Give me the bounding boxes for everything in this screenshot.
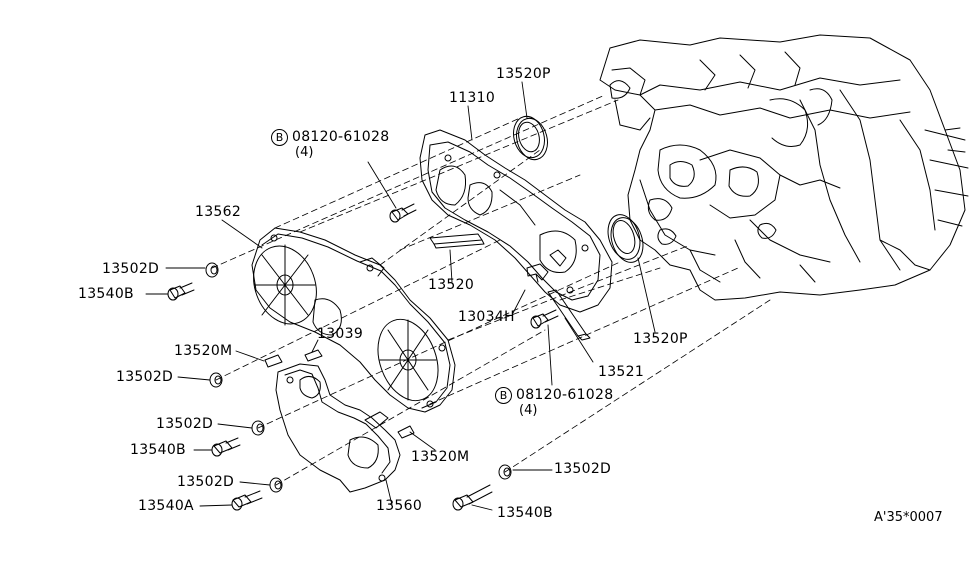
label-13520: 13520 <box>428 277 475 293</box>
label-08120-61028-upper: 08120-61028 <box>292 129 390 145</box>
bolt-13540a <box>231 490 263 511</box>
label-13502d-1: 13502D <box>102 261 160 277</box>
front-cover-13562-upper <box>251 227 456 413</box>
seal-13520p-upper <box>513 115 548 161</box>
label-13502d-4: 13502D <box>177 474 235 490</box>
label-11310: 11310 <box>449 90 496 106</box>
label-13034h: 13034H <box>458 309 515 325</box>
label-13521: 13521 <box>598 364 645 380</box>
bolt-13540b-3 <box>452 484 493 511</box>
bolt-b-mark-lower: B <box>495 387 512 404</box>
washer-13502d-5 <box>498 464 512 480</box>
label-13502d-5: 13502D <box>554 461 612 477</box>
label-13039: 13039 <box>317 326 364 342</box>
bolt-08120-61028-upper <box>389 203 417 223</box>
gasket-13520 <box>429 233 485 249</box>
seal-13520m-lower <box>397 425 415 439</box>
engine-block <box>599 34 969 301</box>
seal-13520p-lower <box>607 214 644 263</box>
label-13502d-3: 13502D <box>156 416 214 432</box>
leader-lines <box>145 81 656 511</box>
seal-13520m-upper <box>264 354 283 368</box>
alignment-lines <box>211 94 771 486</box>
bolt-13540b-1 <box>167 282 195 301</box>
bolt-b-mark-upper: B <box>271 129 288 146</box>
rear-timing-cover-11310 <box>419 129 613 313</box>
label-13540b-3: 13540B <box>497 505 553 521</box>
label-13540b-2: 13540B <box>130 442 186 458</box>
seal-13039 <box>304 349 323 362</box>
label-13562: 13562 <box>195 204 242 220</box>
label-13540b-1: 13540B <box>78 286 134 302</box>
label-13520m-2: 13520M <box>411 449 470 465</box>
bolt-08120-61028-lower <box>530 309 559 329</box>
label-13520p-lower: 13520P <box>633 331 688 347</box>
label-13502d-2: 13502D <box>116 369 174 385</box>
label-13540a: 13540A <box>138 498 194 514</box>
bolt-13540b-2 <box>211 437 241 457</box>
label-08120-61028-lower: 08120-61028 <box>516 387 614 403</box>
qty-upper: (4) <box>295 145 314 160</box>
qty-lower: (4) <box>519 403 538 418</box>
label-13520p-upper: 13520P <box>496 66 551 82</box>
washer-13502d-1 <box>205 262 219 278</box>
bracket-13034h <box>526 263 549 283</box>
label-13520m-1: 13520M <box>174 343 233 359</box>
label-13560: 13560 <box>376 498 423 514</box>
diagram-reference-code: A'35*0007 <box>874 510 943 525</box>
front-cover-13560-lower <box>275 363 401 493</box>
